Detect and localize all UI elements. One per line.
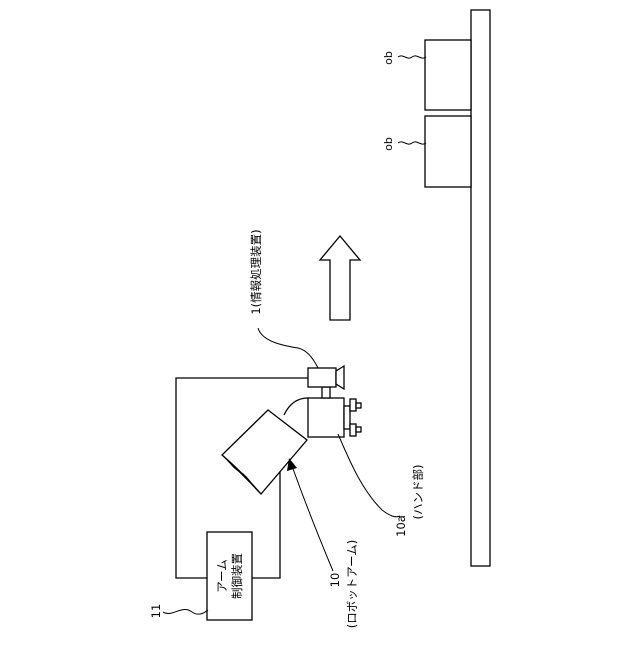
controller-line2-label: 制御装置 xyxy=(230,553,244,599)
object-box-top xyxy=(425,40,471,110)
wrist-connector xyxy=(284,398,308,415)
camera-device xyxy=(308,366,344,398)
hand-number-label: 10a xyxy=(394,515,408,537)
conveyor-surface xyxy=(471,10,490,566)
hand-leader xyxy=(338,434,400,517)
object-box-bottom xyxy=(425,116,471,187)
hand-name-label: (ハンド部) xyxy=(411,465,425,520)
arm-number-label: 10 xyxy=(328,573,342,588)
movement-arrow xyxy=(320,236,360,320)
object-bottom-leader xyxy=(398,142,426,144)
arm-leader-arrow xyxy=(292,466,333,571)
robot-arm-body xyxy=(222,410,307,494)
controller-line1-label: アーム xyxy=(215,559,229,592)
controller-leader xyxy=(163,609,208,614)
hand-unit xyxy=(308,398,361,437)
object-top-label: ob xyxy=(382,51,395,65)
arm-name-label: (ロボットアーム) xyxy=(345,540,359,628)
device-1-leader xyxy=(258,328,318,368)
controller-number-label: 11 xyxy=(149,604,163,619)
device-1-label: 1(情報処理装置) xyxy=(249,229,263,314)
object-bottom-label: ob xyxy=(382,137,395,151)
object-top-leader xyxy=(398,56,426,58)
